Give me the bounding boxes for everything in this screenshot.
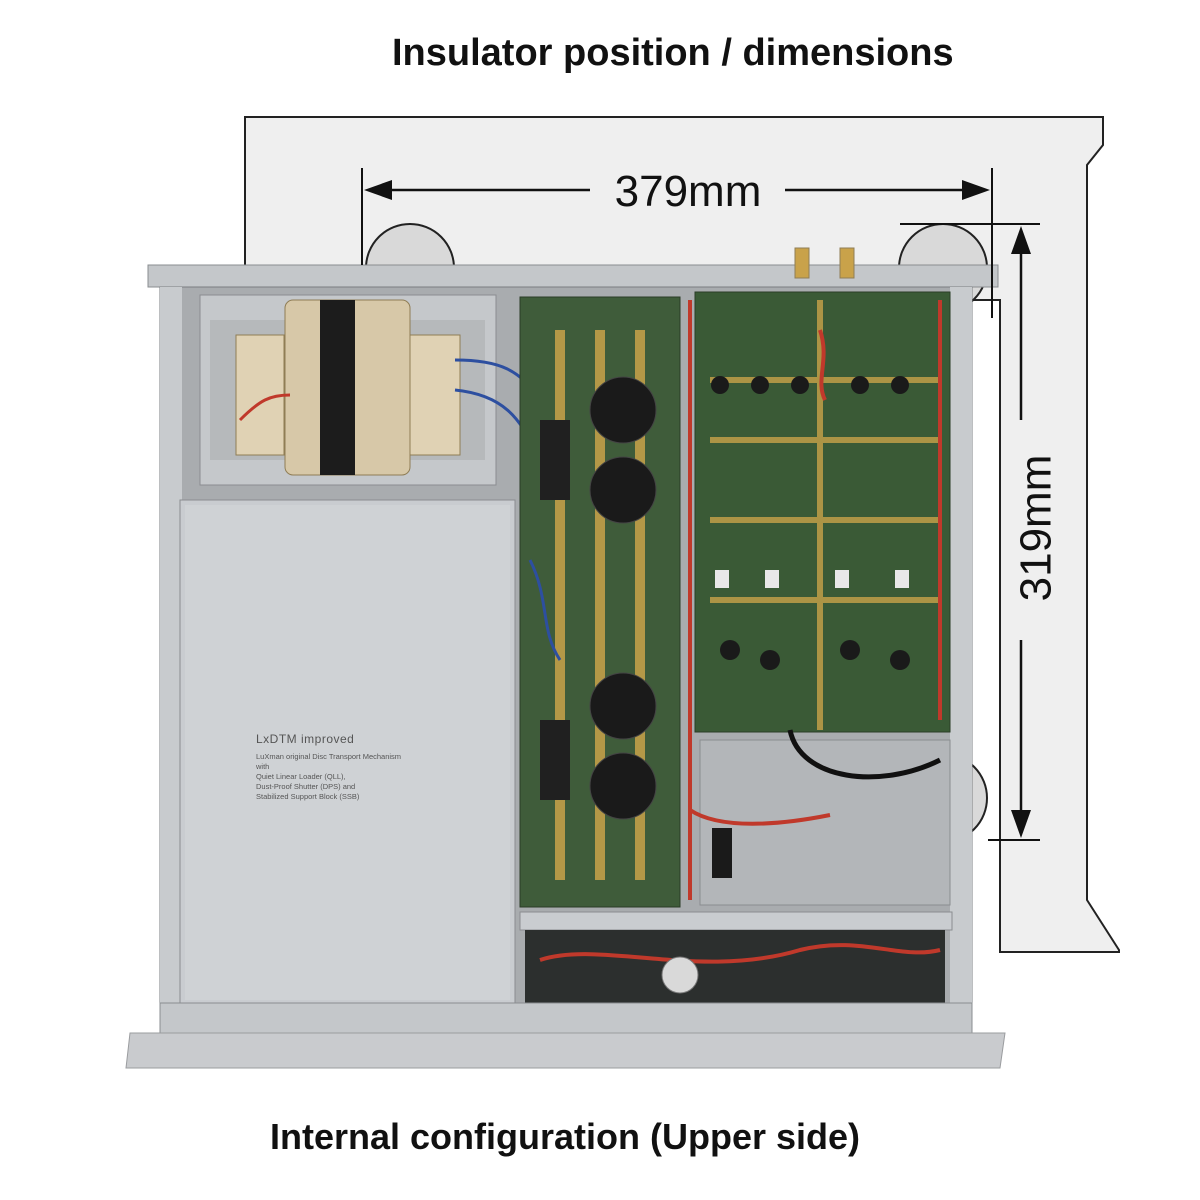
cable-bay [688, 729, 951, 906]
width-dimension: 379mm [361, 167, 993, 318]
mechanism-line: Dust-Proof Shutter (DPS) and [256, 782, 356, 791]
chassis-rear-panel [147, 264, 999, 288]
front-panel [125, 1032, 1006, 1069]
chassis-right-rail [950, 287, 972, 1009]
depth-dimension: 319mm [900, 223, 1061, 841]
depth-label: 319mm [1012, 455, 1061, 602]
capacitor [589, 672, 657, 740]
mechanism-line: LuXman original Disc Transport Mechanism [256, 752, 402, 761]
bottom-title: Internal configuration (Upper side) [270, 1116, 861, 1157]
audio-board [688, 291, 951, 900]
chassis-left-rail [160, 287, 182, 1009]
mechanism-line: Stabilized Support Block (SSB) [256, 792, 360, 801]
capacitor [589, 752, 657, 820]
disc-mechanism-cover [179, 499, 516, 1006]
mechanism-heading: LxDTM improved [256, 732, 355, 746]
transformer-compartment [199, 294, 542, 486]
mechanism-line: Quiet Linear Loader (QLL), [256, 772, 346, 781]
top-title: Insulator position / dimensions [392, 32, 954, 74]
rca-connectors [794, 247, 855, 279]
front-control-board [519, 911, 953, 1005]
mechanism-line: with [256, 762, 270, 771]
width-label: 379mm [615, 167, 762, 216]
mechanism-label: LxDTM improved LuXman original Disc Tran… [256, 732, 486, 802]
power-supply-board [519, 296, 681, 908]
front-panel-lip [159, 1002, 973, 1034]
capacitor [589, 376, 657, 444]
capacitor [589, 456, 657, 524]
